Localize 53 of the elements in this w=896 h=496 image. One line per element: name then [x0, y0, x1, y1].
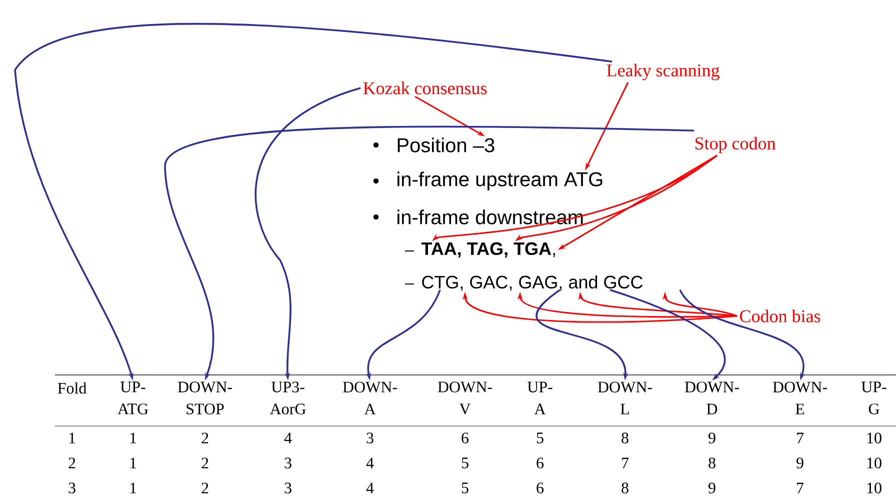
- table-cell: 4: [366, 458, 374, 468]
- column-header: DOWN- STOP: [178, 382, 232, 414]
- table-cell: 3: [284, 458, 292, 468]
- table-cell: 1: [130, 432, 136, 444]
- column-header: UP3- AorG: [270, 382, 306, 414]
- table-cell: 2: [202, 482, 208, 494]
- bullet-text: Position –3: [398, 138, 494, 152]
- table-cell: 2: [202, 432, 208, 444]
- column-header: DOWN- L: [598, 382, 652, 414]
- annotation-label: Stop codon: [695, 136, 776, 154]
- table-cell: 4: [284, 432, 292, 444]
- table-cell: 10: [867, 432, 882, 444]
- table-cell: 3: [366, 432, 374, 444]
- table-cell: 9: [796, 458, 804, 468]
- table-cell: 2: [202, 458, 208, 468]
- table-cell: 3: [68, 482, 76, 494]
- column-header: UP- ATG: [118, 382, 148, 414]
- bullet-text: in-frame upstream ATG: [398, 172, 602, 190]
- table-cell: 4: [366, 482, 374, 494]
- table-cell: 1: [69, 432, 76, 444]
- table-cell: 6: [536, 458, 544, 468]
- table-cell: 5: [462, 458, 468, 468]
- table-cell: 6: [536, 482, 544, 494]
- table-cell: 2: [68, 458, 76, 468]
- table-cell: 1: [130, 482, 136, 494]
- column-header: DOWN- V: [438, 382, 492, 414]
- column-header: DOWN- D: [684, 382, 739, 414]
- table-cell: 1: [130, 458, 136, 468]
- table-cell: 7: [797, 482, 804, 494]
- table-cell: 7: [797, 432, 804, 444]
- bullet-text: TAA, TAG, TGA,: [421, 242, 555, 258]
- table-cell: 8: [622, 432, 628, 444]
- annotation-label: Leaky scanning: [606, 64, 720, 80]
- bullet-text: in-frame downstream: [398, 210, 583, 224]
- column-header: DOWN- E: [772, 382, 827, 414]
- table-cell: 8: [708, 458, 716, 468]
- bullet-text: CTG, GAC, GAG, and GCC: [422, 275, 643, 291]
- table-cell: 3: [284, 482, 292, 494]
- column-header: UP- G: [861, 382, 886, 414]
- annotation-label: Codon bias: [740, 310, 820, 322]
- table-cell: 9: [708, 432, 716, 444]
- table-cell: 10: [867, 482, 882, 494]
- column-header: UP- A: [527, 382, 552, 414]
- table-cell: 5: [536, 432, 544, 444]
- table-cell: 6: [462, 432, 469, 444]
- table-cell: 9: [708, 482, 716, 494]
- table-cell: 7: [622, 458, 629, 468]
- column-header: Fold: [58, 382, 86, 394]
- column-header: DOWN- A: [342, 382, 397, 414]
- annotation-label: Kozak consensus: [363, 82, 487, 94]
- table-cell: 5: [462, 482, 468, 494]
- table-cell: 10: [867, 458, 882, 468]
- table-cell: 8: [622, 482, 628, 494]
